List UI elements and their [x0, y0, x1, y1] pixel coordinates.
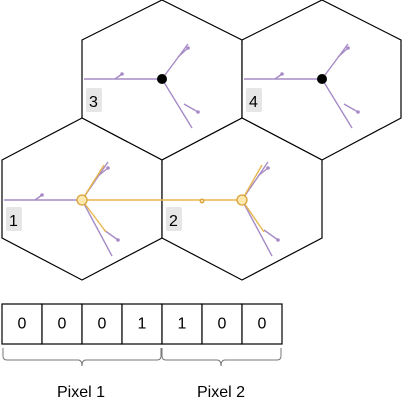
active-trees: [4, 161, 280, 257]
bit-array: 0 0 0 1 1 0 0: [1, 303, 283, 345]
bit-value: 0: [258, 316, 267, 333]
inactive-trees: [84, 43, 360, 129]
hexagon-3-center-node: [157, 74, 167, 84]
hexagon-3-label: 3: [89, 94, 98, 111]
bit-cell: [1, 303, 43, 345]
bit-cell: [161, 303, 203, 345]
hexagon-4-label-bg: [246, 88, 262, 112]
hexagon-2-label: 2: [169, 213, 178, 230]
hexagon-4-center-node: [317, 74, 327, 84]
bit-value: 0: [98, 316, 107, 333]
bit-value: 0: [18, 316, 27, 333]
active-link: [81, 164, 265, 233]
bit-value: 0: [58, 316, 67, 333]
bit-cell: [121, 303, 163, 345]
hexagon-3-label-bg: [86, 88, 102, 112]
bit-value: 0: [218, 316, 227, 333]
pixel-2-brace: [161, 348, 282, 367]
hexagon-1-label: 1: [9, 213, 18, 230]
pixel-1-label: Pixel 1: [57, 384, 105, 401]
bit-cell: [241, 303, 283, 345]
bit-value: 1: [138, 316, 147, 333]
hexagon-2-label-bg: [166, 207, 182, 231]
hexagon-2-center-node: [236, 194, 248, 206]
hexagon-1-label-bg: [6, 207, 22, 231]
bit-cell: [41, 303, 83, 345]
hexagon-grid: [1, 0, 402, 281]
pixel-1-brace: [2, 348, 162, 367]
bit-cell: [201, 303, 243, 345]
hexagon-1-center-node: [76, 194, 88, 206]
pixel-2-label: Pixel 2: [197, 384, 245, 401]
hexagon-4-label: 4: [249, 94, 258, 111]
bit-value: 1: [178, 316, 187, 333]
